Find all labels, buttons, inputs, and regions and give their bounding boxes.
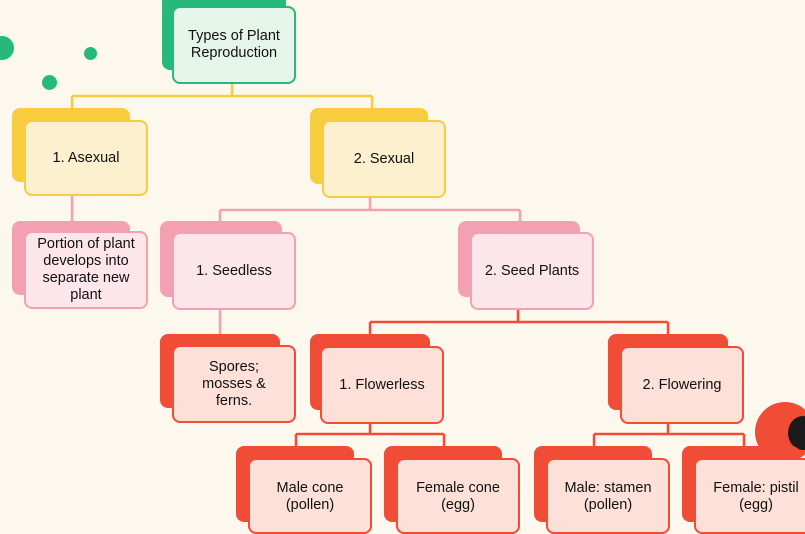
node-seed-plants-label: 2. Seed Plants (484, 262, 580, 279)
connector-flowering-children (592, 424, 746, 450)
node-seedless-description-label: Spores; mosses & ferns. (202, 358, 266, 409)
node-sexual-label: 2. Sexual (353, 150, 415, 167)
node-male-stamen-label: Male: stamen (pollen) (564, 480, 652, 513)
node-female-pistil-label: Female: pistil (egg) (713, 480, 799, 513)
node-male-cone-label: Male cone (pollen) (276, 480, 344, 513)
node-root-label: Types of Plant Reproduction (188, 28, 280, 61)
connector-seedplants-children (368, 310, 670, 338)
node-flowering-label: 2. Flowering (642, 376, 722, 393)
node-female-cone-label: Female cone (egg) (416, 480, 500, 513)
connector-sexual-children (218, 198, 522, 225)
decor-dot (84, 47, 97, 60)
connector-flowerless-children (294, 424, 446, 450)
decor-dot (0, 36, 14, 60)
decor-dot (42, 75, 57, 90)
node-asexual-label: 1. Asexual (52, 149, 120, 166)
node-flowerless-label: 1. Flowerless (339, 376, 425, 393)
node-seedless-label: 1. Seedless (196, 262, 272, 279)
node-asexual-description-label: Portion of plant develops into separate … (37, 236, 135, 303)
decor-blob (788, 416, 805, 450)
connector-root-children (70, 84, 374, 112)
